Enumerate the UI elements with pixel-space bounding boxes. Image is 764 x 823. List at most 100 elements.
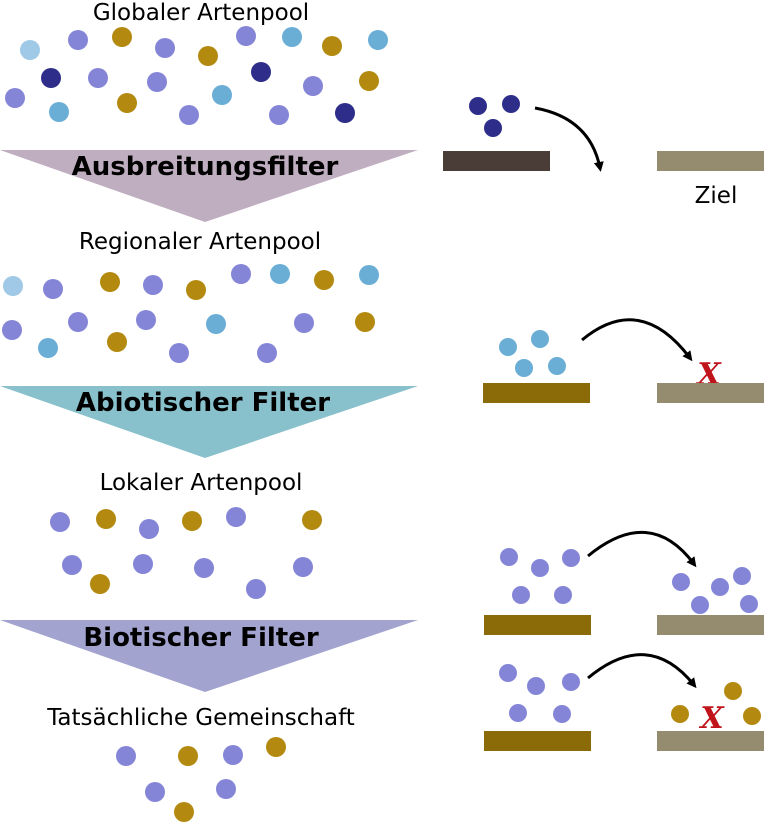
species-dot <box>231 264 251 284</box>
species-dot <box>206 314 226 334</box>
abiotic-example: X <box>483 318 764 403</box>
species-dot <box>90 574 110 594</box>
species-dot <box>96 509 116 529</box>
species-dot <box>194 558 214 578</box>
species-dot <box>499 338 517 356</box>
species-dot <box>531 559 549 577</box>
species-dot <box>223 745 243 765</box>
species-dot <box>186 280 206 300</box>
species-dot <box>743 707 761 725</box>
local-pool-title: Lokaler Artenpool <box>100 470 303 496</box>
species-dot <box>509 704 527 722</box>
colonization-arrow <box>587 653 697 689</box>
species-dot <box>178 746 198 766</box>
species-dot <box>68 312 88 332</box>
species-dot <box>3 276 23 296</box>
species-dot <box>145 782 165 802</box>
species-dot <box>169 343 189 363</box>
species-dot <box>174 802 194 822</box>
species-dot <box>43 279 63 299</box>
target-habitat <box>657 731 764 751</box>
global-pool-species <box>5 26 388 125</box>
species-dot <box>359 71 379 91</box>
species-dot <box>212 85 232 105</box>
species-dot <box>179 105 199 125</box>
species-dot <box>335 103 355 123</box>
species-dot <box>117 93 137 113</box>
species-dot <box>2 320 22 340</box>
species-dot <box>294 313 314 333</box>
species-dot <box>484 119 502 137</box>
species-dot <box>50 512 70 532</box>
dispersal-arrow <box>534 106 604 172</box>
species-dot <box>257 343 277 363</box>
species-dot <box>269 105 289 125</box>
dispersal-filter-label: Ausbreitungsfilter <box>72 152 339 182</box>
species-dot <box>236 26 256 46</box>
source-habitat <box>443 151 550 171</box>
local-pool-species <box>50 507 322 599</box>
species-dot <box>355 312 375 332</box>
species-dot <box>469 97 487 115</box>
biotic-example-exclusion: X <box>484 653 764 751</box>
species-dot <box>216 779 236 799</box>
dispersal-example: Ziel <box>443 95 764 209</box>
abiotic-filter-funnel <box>0 386 418 458</box>
species-dot <box>143 275 163 295</box>
species-dot <box>368 30 388 50</box>
species-dot <box>302 510 322 530</box>
species-dot <box>359 265 379 285</box>
target-habitat <box>657 615 764 635</box>
colonization-arrow <box>587 531 697 568</box>
species-dot <box>5 88 25 108</box>
dispersal-filter-funnel <box>0 150 418 222</box>
species-dot <box>512 586 530 604</box>
species-dot <box>20 40 40 60</box>
source-habitat <box>483 383 590 403</box>
species-dot <box>691 596 709 614</box>
abiotic-filter-label: Abiotischer Filter <box>76 388 330 418</box>
species-dot <box>562 673 580 691</box>
regional-pool-title: Regionaler Artenpool <box>79 229 321 255</box>
colonization-arrow <box>581 318 693 362</box>
species-dot <box>155 38 175 58</box>
source-habitat <box>484 731 591 751</box>
species-dot <box>515 359 533 377</box>
species-dot <box>226 507 246 527</box>
species-dot <box>182 511 202 531</box>
species-dot <box>553 705 571 723</box>
species-dot <box>500 548 518 566</box>
species-dot <box>198 46 218 66</box>
species-dot <box>293 557 313 577</box>
species-dot <box>548 357 566 375</box>
species-dot <box>671 705 689 723</box>
species-dot <box>724 682 742 700</box>
species-dot <box>68 30 88 50</box>
species-dot <box>100 272 120 292</box>
species-dot <box>88 68 108 88</box>
species-dot <box>282 27 302 47</box>
species-dot <box>41 68 61 88</box>
species-dot <box>322 36 342 56</box>
species-dot <box>499 664 517 682</box>
species-dot <box>147 72 167 92</box>
species-dot <box>133 554 153 574</box>
species-dot <box>502 95 520 113</box>
species-dot <box>303 76 323 96</box>
global-pool-title: Globaler Artenpool <box>93 0 309 26</box>
regional-pool-species <box>2 264 379 363</box>
actual-community-species <box>116 737 286 822</box>
target-habitat <box>657 151 764 171</box>
species-dot <box>49 102 69 122</box>
species-dot <box>531 330 549 348</box>
target-habitat <box>657 383 764 403</box>
biotic-example-success <box>484 531 764 635</box>
target-label: Ziel <box>695 183 738 209</box>
species-dot <box>733 567 751 585</box>
biotic-filter-funnel <box>0 620 418 692</box>
species-dot <box>139 519 159 539</box>
species-dot <box>116 746 136 766</box>
species-dot <box>711 578 729 596</box>
species-dot <box>62 555 82 575</box>
